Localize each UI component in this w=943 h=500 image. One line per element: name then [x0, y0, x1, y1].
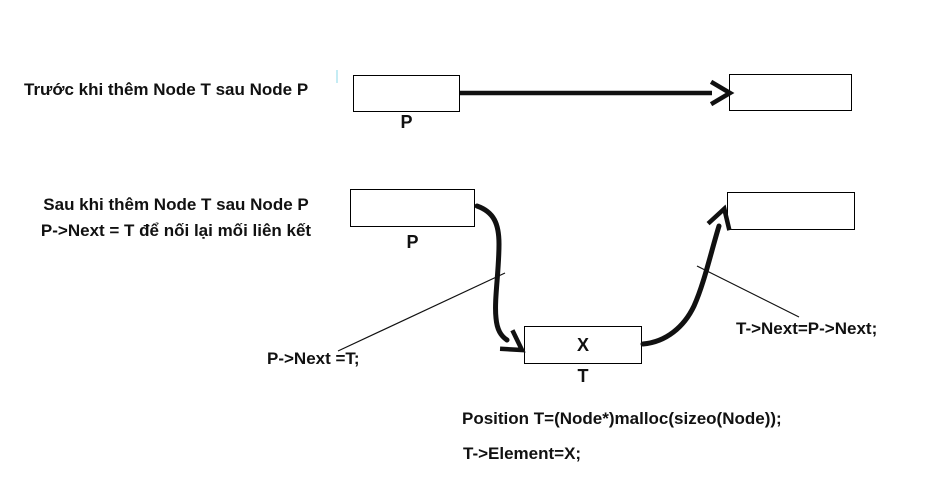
- node-box-next-after: [727, 192, 855, 230]
- node-t-value: X: [576, 334, 589, 355]
- annotation-t-next: T->Next=P->Next;: [736, 319, 878, 338]
- node-box-next-before: [729, 74, 852, 111]
- after-caption-line1: Sau khi thêm Node T sau Node P: [43, 195, 309, 214]
- node-box-p-after: [350, 189, 475, 227]
- after-caption-line2: P->Next = T để nối lại mối liên kết: [40, 221, 312, 240]
- callout-line-p-next: [337, 272, 506, 352]
- node-p-before-label: P: [400, 112, 413, 132]
- stray-cursor-mark: [336, 70, 338, 83]
- callout-line-t-next: [696, 265, 800, 318]
- node-box-t: X: [524, 326, 642, 364]
- node-box-p-before: [353, 75, 460, 112]
- code-malloc-line: Position T=(Node*)malloc(sizeo(Node));: [462, 409, 782, 428]
- after-caption: Sau khi thêm Node T sau Node P P->Next =…: [10, 192, 342, 244]
- node-p-after-label: P: [406, 232, 419, 252]
- annotation-p-next: P->Next =T;: [267, 349, 360, 368]
- before-caption: Trước khi thêm Node T sau Node P: [24, 80, 309, 99]
- node-t-label: T: [577, 366, 589, 386]
- curve-arrow-t-to-next-icon: [640, 204, 732, 347]
- curve-arrow-p-to-t-icon: [474, 203, 526, 353]
- code-element-line: T->Element=X;: [463, 444, 582, 463]
